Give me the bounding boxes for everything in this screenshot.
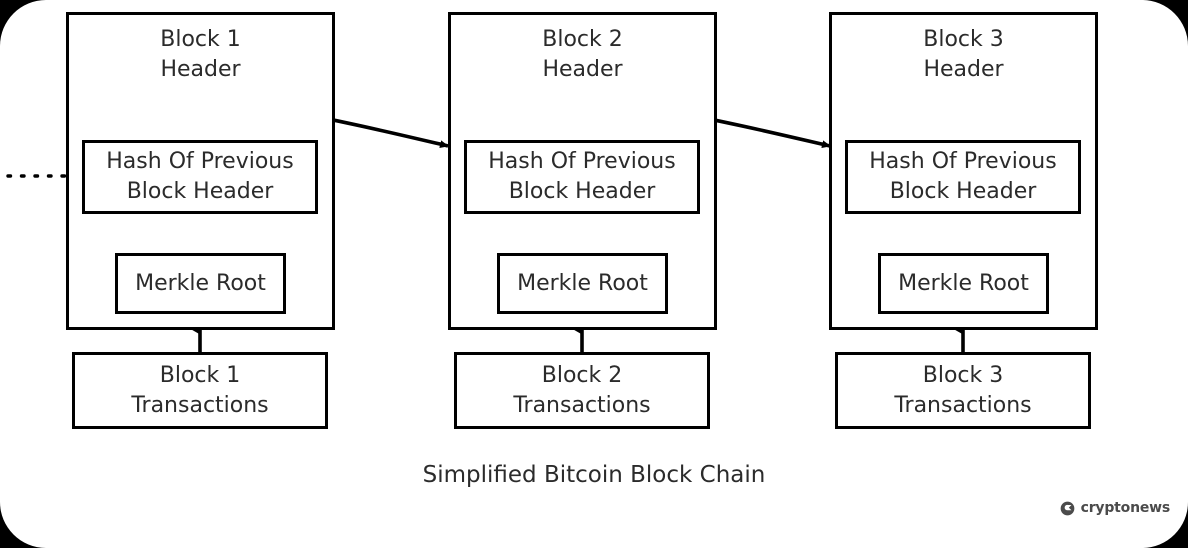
block-2-merkle-root-box: Merkle Root <box>497 253 668 314</box>
block-1-transactions-box: Block 1 Transactions <box>72 352 328 429</box>
block-2-merkle-label: Merkle Root <box>517 270 648 296</box>
block-2-transactions-label: Block 2 Transactions <box>513 362 651 418</box>
cryptonews-logo: cryptonews <box>1060 500 1170 516</box>
block-1-hash-label: Hash Of Previous Block Header <box>106 149 294 204</box>
block-1-merkle-label: Merkle Root <box>135 270 266 296</box>
block-3-hash-label: Hash Of Previous Block Header <box>869 149 1057 204</box>
block-3-transactions-label: Block 3 Transactions <box>894 362 1032 418</box>
block-3-header-title: Block 3 Header <box>923 27 1004 82</box>
block-1-transactions-label: Block 1 Transactions <box>131 362 269 418</box>
block-3-merkle-root-box: Merkle Root <box>878 253 1049 314</box>
block-2-hash-of-previous-block-header-box: Hash Of Previous Block Header <box>464 140 700 214</box>
block-2-header-title: Block 2 Header <box>542 27 623 82</box>
diagram-caption: Simplified Bitcoin Block Chain <box>422 462 766 488</box>
block-1-merkle-root-box: Merkle Root <box>115 253 286 314</box>
block-3-merkle-label: Merkle Root <box>898 270 1029 296</box>
cryptonews-mark-icon <box>1060 501 1074 515</box>
cryptonews-wordmark: cryptonews <box>1080 500 1171 516</box>
block-2-hash-label: Hash Of Previous Block Header <box>488 149 676 204</box>
block-3-hash-of-previous-block-header-box: Hash Of Previous Block Header <box>845 140 1081 214</box>
block-2-transactions-box: Block 2 Transactions <box>454 352 710 429</box>
block-1-hash-of-previous-block-header-box: Hash Of Previous Block Header <box>82 140 318 214</box>
block-1-header-title: Block 1 Header <box>160 27 241 82</box>
block-3-transactions-box: Block 3 Transactions <box>835 352 1091 429</box>
